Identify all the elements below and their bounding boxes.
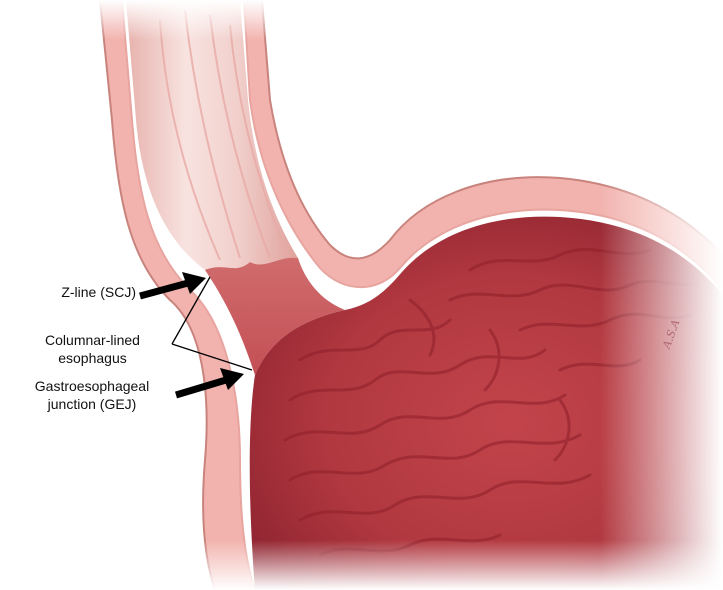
fade-right [600,180,723,590]
gej-label-line2: junction (GEJ) [12,395,172,413]
fade-top [0,0,723,40]
gej-label: Gastroesophageal junction (GEJ) [12,377,172,413]
fade-bottom [200,540,723,590]
gej-label-line1: Gastroesophageal [12,377,172,395]
zline-label: Z-line (SCJ) [18,283,136,301]
columnar-label-line1: Columnar-lined [20,331,165,349]
zline-label-text: Z-line (SCJ) [61,284,136,300]
columnar-lined-esophagus-label: Columnar-lined esophagus [20,331,165,367]
columnar-label-line2: esophagus [20,349,165,367]
